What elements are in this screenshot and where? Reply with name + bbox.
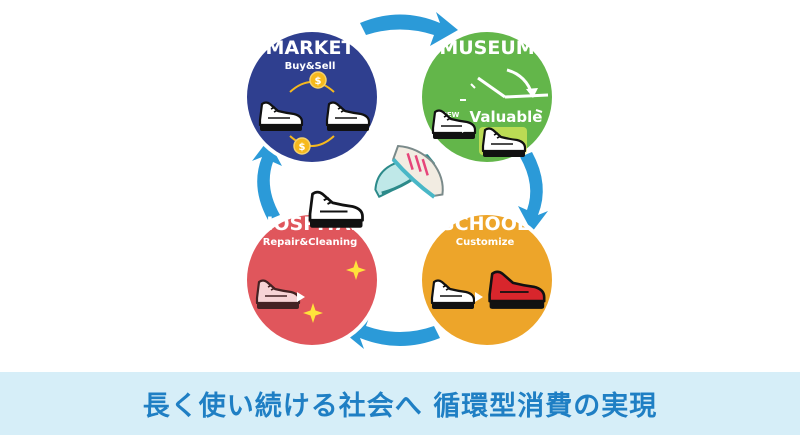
museum-node: MUSEUM NEW Valuable xyxy=(418,28,556,166)
cycle-arrow-top xyxy=(360,12,458,46)
clock-icon xyxy=(460,68,549,113)
cycle-arrow-icon xyxy=(252,140,282,220)
cycle-arrow-bottom xyxy=(342,315,440,349)
school-subtitle: Customize xyxy=(456,237,515,248)
cycle-arrow-icon xyxy=(360,12,458,46)
arrow-icon xyxy=(297,292,305,302)
museum-new-tag: NEW xyxy=(441,111,460,119)
market-node: MARKET Buy&Sell xyxy=(243,28,381,166)
arrow-icon xyxy=(462,123,470,133)
hospital-node: HOSPITAL Repair&Cleaning xyxy=(243,190,381,349)
arrow-icon xyxy=(475,292,483,302)
museum-title: MUSEUM xyxy=(439,37,534,59)
school-title: SCHOOL xyxy=(441,213,529,235)
school-node: SCHOOL Customize xyxy=(418,211,556,349)
hospital-subtitle: Repair&Cleaning xyxy=(263,237,358,248)
coin-icon xyxy=(309,71,327,89)
cycle-arrow-icon xyxy=(342,315,440,349)
market-title: MARKET xyxy=(266,37,355,59)
shoe-icon xyxy=(308,190,364,230)
museum-label: Valuable xyxy=(470,108,543,126)
center-sneakers-illustration xyxy=(374,144,444,199)
sneaker-icon xyxy=(391,144,444,199)
bottom-banner: 長く使い続ける社会へ 循環型消費の実現 xyxy=(0,372,800,435)
cycle-arrow-right xyxy=(518,152,548,232)
exchange-arrow-icon xyxy=(289,135,335,147)
banner-text: 長く使い続ける社会へ 循環型消費の実現 xyxy=(142,391,658,422)
coin-icon xyxy=(293,137,311,155)
custom-shoe-icon xyxy=(488,270,546,309)
cycle-arrow-icon xyxy=(518,152,548,232)
market-subtitle: Buy&Sell xyxy=(285,61,336,72)
cycle-arrow-left xyxy=(252,140,282,220)
